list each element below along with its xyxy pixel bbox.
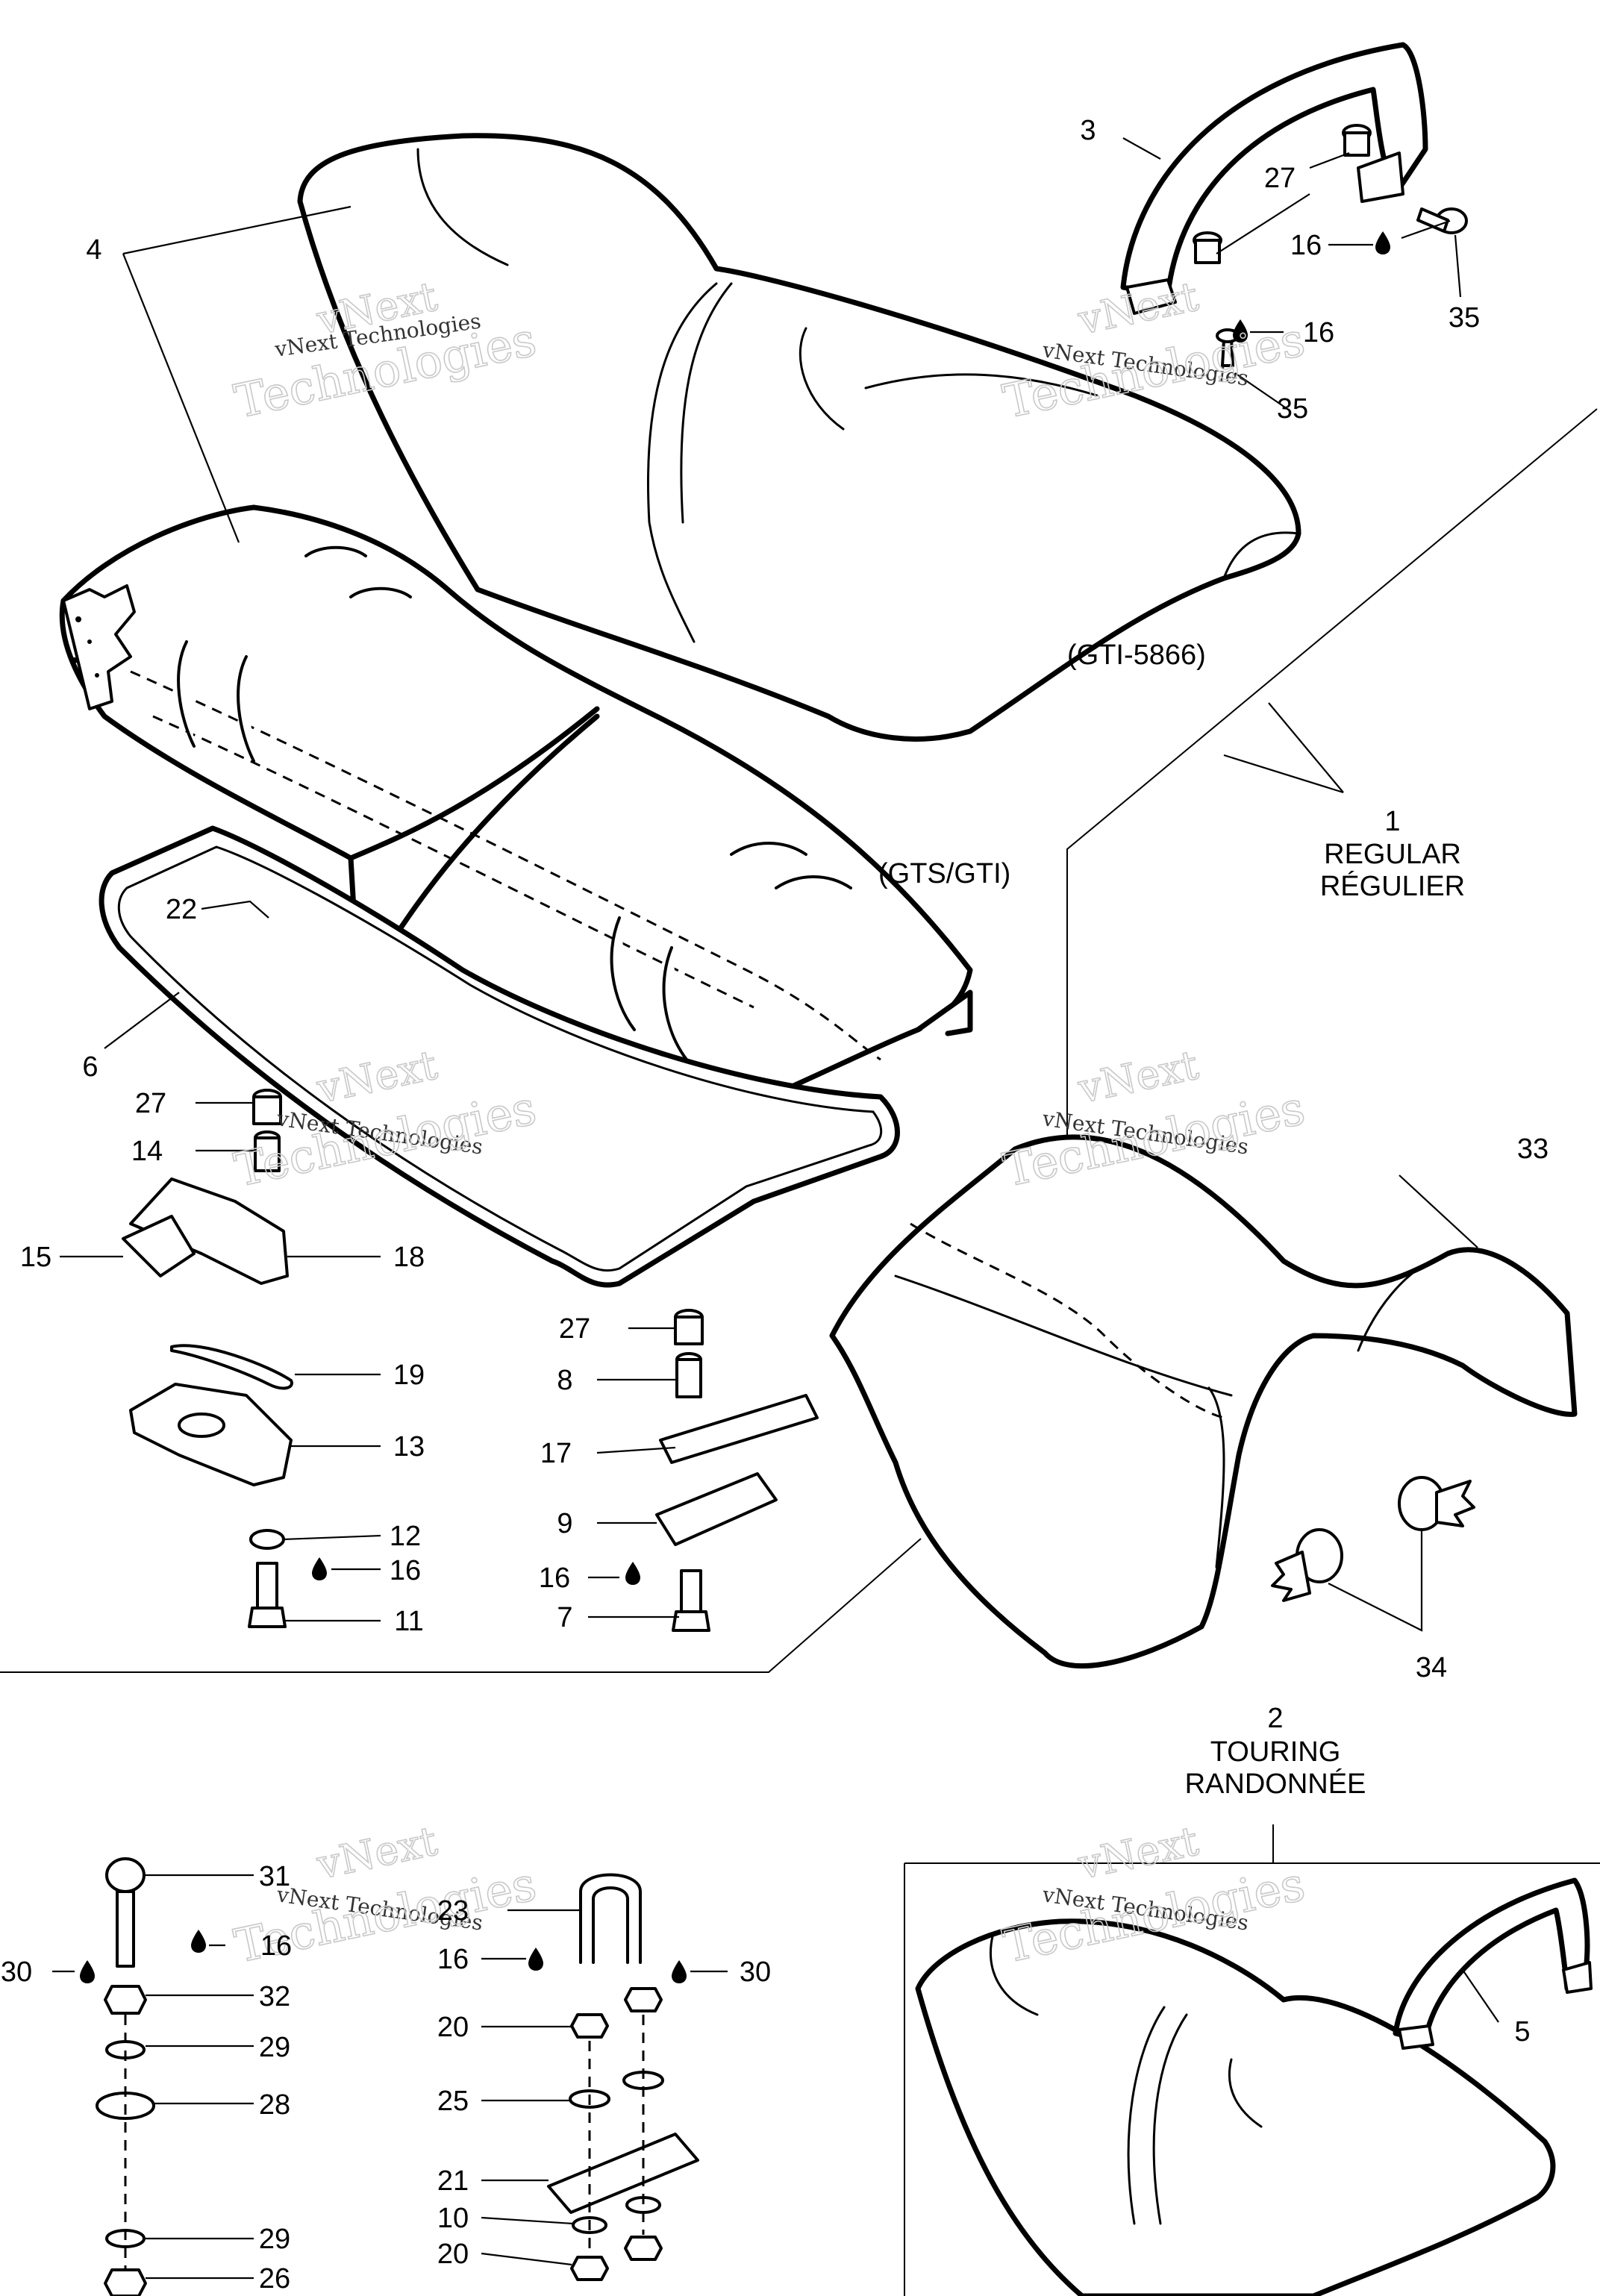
callout-19: 19	[393, 1360, 425, 1391]
callout-10: 10	[437, 2203, 469, 2234]
callout-16: 16	[437, 1944, 469, 1975]
callout-35: 35	[1277, 393, 1308, 425]
callout-13: 13	[393, 1431, 425, 1463]
watermark-large: vNext	[1074, 1817, 1203, 1889]
callout-7: 7	[557, 1602, 572, 1633]
callout-28: 28	[259, 2089, 290, 2121]
callout-12: 12	[390, 1521, 421, 1552]
callout-27: 27	[135, 1088, 166, 1119]
drop-icon	[625, 1562, 640, 1585]
section-titles: 1 REGULAR RÉGULIER 2 TOURING RANDONNÉE (…	[878, 639, 1465, 1800]
drop-icon	[528, 1948, 543, 1971]
section-divider-lines	[0, 408, 1600, 2296]
callout-35: 35	[1449, 302, 1480, 334]
variant-gtsgti-note: (GTS/GTI)	[878, 858, 1010, 889]
u-bolt-hardware-stack	[547, 1873, 699, 2281]
seat-cover-gti5866	[297, 133, 1301, 742]
callout-20: 20	[437, 2012, 469, 2043]
callout-17: 17	[540, 1438, 572, 1469]
callout-15: 15	[20, 1242, 51, 1273]
touring-title-en: TOURING	[1210, 1736, 1341, 1768]
touring-seat	[915, 1918, 1556, 2296]
drop-icon	[191, 1930, 206, 1953]
drop-icon	[1375, 231, 1390, 254]
callout-22: 22	[166, 894, 197, 925]
callout-16: 16	[260, 1930, 292, 1962]
callout-18: 18	[393, 1242, 425, 1273]
callout-6: 6	[82, 1051, 98, 1083]
drop-icon	[1233, 319, 1248, 342]
callout-27: 27	[559, 1313, 590, 1345]
touring-title-fr: RANDONNÉE	[1185, 1768, 1366, 1800]
latch-assembly	[122, 1089, 293, 1628]
bumper-hardware-stack	[96, 1857, 155, 2296]
drop-icon	[80, 1960, 95, 1983]
touring-number: 2	[1267, 1703, 1283, 1734]
callout-27: 27	[1264, 163, 1296, 194]
leader-lines	[52, 137, 1499, 2280]
grab-handle	[1120, 42, 1428, 315]
callout-16: 16	[539, 1563, 570, 1594]
rear-screws	[1271, 1476, 1475, 1602]
regular-title-fr: RÉGULIER	[1320, 870, 1465, 902]
part-callouts: 3 4 27 16 35 16 35 22 6 27 14 15 18 19 1…	[1, 115, 1549, 2295]
callout-11: 11	[394, 1606, 423, 1637]
callout-3: 3	[1080, 115, 1096, 146]
callout-8: 8	[557, 1365, 572, 1396]
callout-26: 26	[259, 2263, 290, 2295]
watermark-large: vNext	[1074, 1041, 1203, 1113]
regular-number: 1	[1384, 806, 1400, 837]
callout-16: 16	[390, 1555, 421, 1586]
rear-seat-cover	[829, 1134, 1578, 1668]
callout-14: 14	[131, 1136, 163, 1167]
callout-34: 34	[1416, 1652, 1447, 1683]
callout-21: 21	[437, 2165, 469, 2197]
callout-29: 29	[259, 2032, 290, 2063]
callout-33: 33	[1517, 1133, 1549, 1165]
variant-gti5866-note: (GTI-5866)	[1067, 639, 1206, 671]
sealant-drop-icons	[80, 231, 1390, 1983]
callout-25: 25	[437, 2086, 469, 2117]
callout-20: 20	[437, 2239, 469, 2270]
callout-5: 5	[1514, 2016, 1530, 2048]
callout-30: 30	[740, 1956, 771, 1988]
callout-23: 23	[437, 1895, 469, 1927]
callout-16: 16	[1290, 230, 1322, 261]
callout-16: 16	[1303, 317, 1334, 348]
callout-4: 4	[86, 234, 101, 266]
callout-9: 9	[557, 1508, 572, 1539]
seat-frame-gasket	[99, 825, 900, 1288]
drop-icon	[672, 1960, 687, 1983]
regular-title-en: REGULAR	[1324, 839, 1461, 870]
callout-30: 30	[1, 1956, 32, 1988]
callout-31: 31	[259, 1861, 290, 1892]
hardware-top-right	[1193, 124, 1468, 367]
drop-icon	[312, 1557, 327, 1580]
callout-32: 32	[259, 1981, 290, 2012]
center-hardware-stack	[655, 1309, 819, 1632]
watermark-large: vNext	[313, 1817, 442, 1889]
callout-29: 29	[259, 2224, 290, 2255]
touring-grab-handle	[1393, 1877, 1593, 2050]
